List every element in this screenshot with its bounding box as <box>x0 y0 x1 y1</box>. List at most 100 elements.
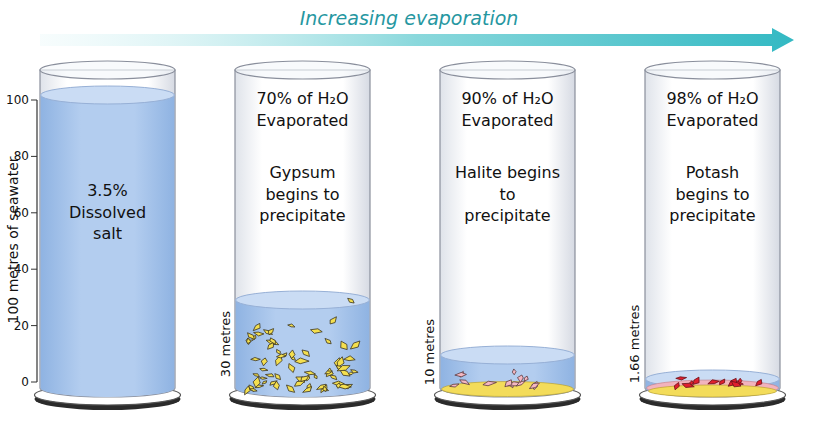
cylinder-3 <box>435 61 581 410</box>
crystal <box>344 356 356 361</box>
crystal <box>693 377 699 384</box>
cylinder-rim <box>235 61 370 79</box>
axis-tick <box>31 212 37 213</box>
axis-value: 80 <box>14 150 29 162</box>
crystal <box>246 338 251 345</box>
crystal <box>341 341 348 349</box>
seawater <box>41 95 175 397</box>
crystal <box>674 382 679 389</box>
halite-layer <box>647 380 779 396</box>
axis-tick <box>31 325 37 326</box>
stage-heading: 70% of H₂O Evaporated <box>235 88 370 131</box>
crystal <box>254 332 264 336</box>
depth-label: 10 metres <box>423 319 436 385</box>
cylinder-glass <box>230 70 376 410</box>
cylinder-stage: 90% of H₂O EvaporatedHalite begins to pr… <box>440 70 575 388</box>
crystal <box>276 354 286 358</box>
stage-note: Halite begins to precipitate <box>440 162 575 227</box>
crystal <box>455 372 467 376</box>
crystal <box>529 383 539 389</box>
crystal <box>289 364 295 373</box>
crystal <box>351 370 358 373</box>
crystal <box>524 376 528 381</box>
axis-tick <box>31 100 37 101</box>
crystal <box>303 386 312 392</box>
water-surface <box>41 86 175 104</box>
crystal <box>261 358 267 366</box>
crystal <box>268 343 274 350</box>
cylinder-rim <box>645 61 780 79</box>
crystal <box>288 324 295 327</box>
crystal <box>253 374 260 377</box>
crystal <box>295 358 309 364</box>
crystal <box>259 377 267 379</box>
crystal <box>690 381 694 385</box>
axis-value: 40 <box>14 263 29 275</box>
cylinder-4 <box>640 61 786 410</box>
stage-heading: 90% of H₂O Evaporated <box>440 88 575 131</box>
crystal <box>330 317 336 324</box>
cylinder-stage: 3.5% Dissolved salt <box>40 70 175 388</box>
crystal <box>301 376 309 382</box>
crystal <box>708 380 719 384</box>
cylinder-rim <box>40 61 175 79</box>
diagram-title: Increasing evaporation <box>0 7 818 29</box>
depth-label: 1.66 metres <box>628 305 641 384</box>
stage-note: Potash begins to precipitate <box>645 162 780 227</box>
crystal <box>314 375 317 379</box>
cylinder-rim <box>440 61 575 79</box>
axis-value: 100 <box>6 94 29 106</box>
crystal <box>251 357 261 360</box>
axis-tick <box>31 382 37 383</box>
crystal <box>268 329 273 335</box>
crystal <box>720 379 725 385</box>
crystal <box>289 350 295 359</box>
crystal <box>265 374 274 377</box>
crystal <box>245 386 251 395</box>
crystal <box>249 389 257 392</box>
crystal <box>253 323 260 330</box>
cylinder-2 <box>230 61 376 410</box>
axis-value: 20 <box>14 320 29 332</box>
evaporation-arrow <box>40 28 794 52</box>
crystal <box>756 379 762 385</box>
crystal <box>731 381 741 387</box>
crystal <box>676 377 687 380</box>
crystal <box>512 369 516 375</box>
water-surface <box>236 291 370 309</box>
crystal <box>483 381 497 386</box>
potash-crystals <box>674 377 762 390</box>
crystal <box>350 341 359 349</box>
brine <box>236 300 370 397</box>
crystal <box>325 338 331 343</box>
gypsum-crystals <box>245 298 360 395</box>
crystal <box>323 386 327 391</box>
crystal <box>517 375 523 383</box>
axis-line <box>36 100 37 382</box>
cylinder-1 <box>35 61 181 410</box>
crystal <box>336 383 340 389</box>
cylinder-glass <box>35 70 181 410</box>
crystal <box>294 381 305 387</box>
axis-title: 100 metres of seawater <box>6 156 20 323</box>
crystal <box>450 384 459 387</box>
crystal <box>273 381 279 390</box>
axis-value: 0 <box>21 376 29 388</box>
axis-tick <box>31 156 37 157</box>
gypsum-layer <box>649 385 777 397</box>
stage-note: Gypsum begins to precipitate <box>235 162 370 227</box>
crystal <box>325 371 333 374</box>
cylinder-stage: 70% of H₂O EvaporatedGypsum begins to pr… <box>235 70 370 388</box>
crystal <box>275 374 281 380</box>
crystal <box>277 349 281 354</box>
crystal <box>337 384 352 389</box>
water-surface <box>441 346 575 364</box>
crystal <box>337 366 350 371</box>
stage-heading: 98% of H₂O Evaporated <box>645 88 780 131</box>
cylinder-glass <box>640 70 786 410</box>
crystal <box>304 371 315 375</box>
stage-note: 3.5% Dissolved salt <box>40 180 175 245</box>
cylinder-glass <box>435 70 581 410</box>
crystal <box>247 338 251 344</box>
depth-label: 30 metres <box>219 311 232 377</box>
